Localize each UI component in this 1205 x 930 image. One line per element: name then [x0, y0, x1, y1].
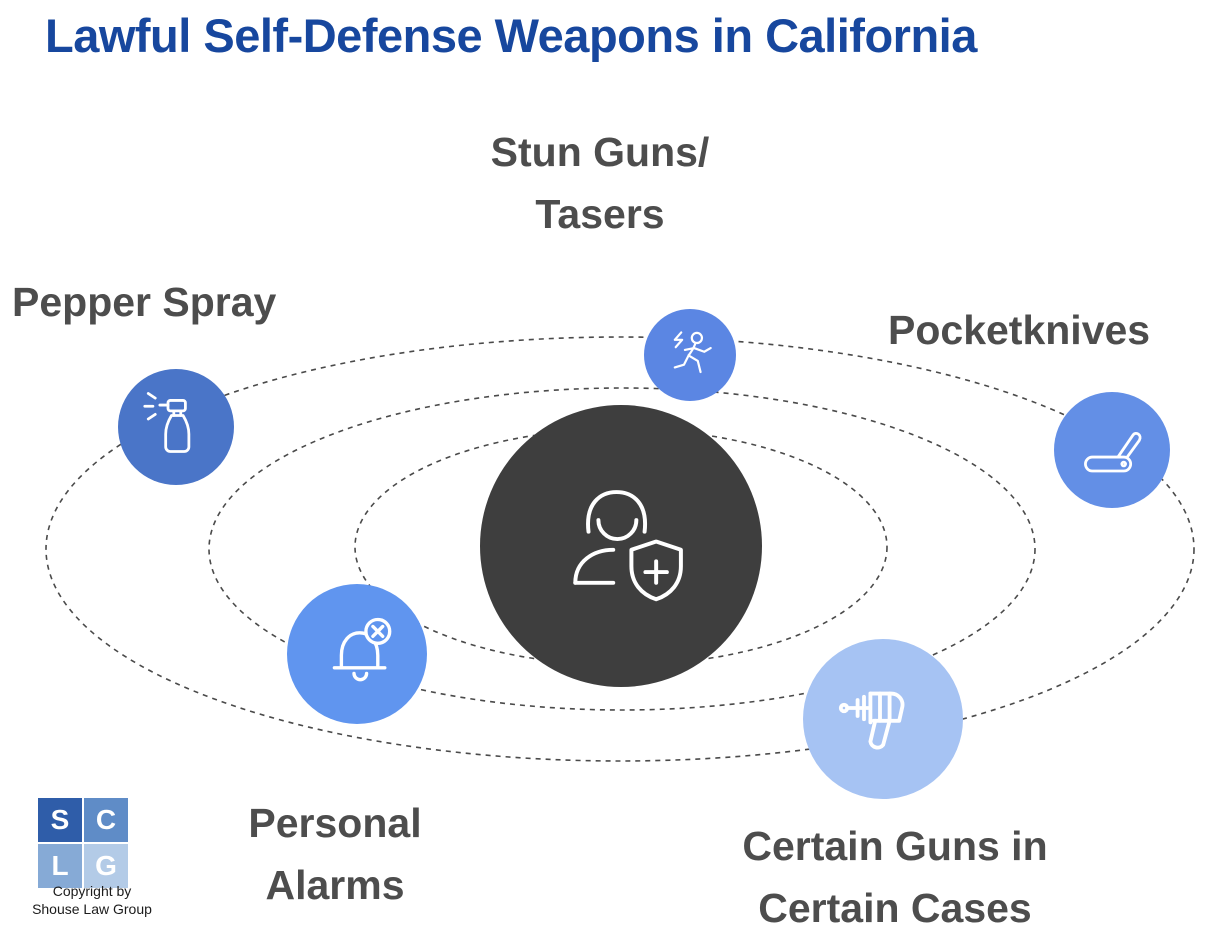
sclg-logo: S C L G — [38, 798, 128, 888]
label-pepper-spray: Pepper Spray — [12, 279, 277, 325]
stun-gun-icon — [673, 330, 712, 373]
logo-letter-c: C — [84, 798, 128, 842]
person-with-shield-icon — [572, 489, 683, 601]
node-personal-alarms — [287, 584, 427, 724]
node-certain-guns — [803, 639, 963, 799]
orbit-middle — [208, 387, 1036, 711]
label-certain-guns: Certain Guns in Certain Cases — [742, 823, 1048, 930]
label-personal-alarms: Personal Alarms — [248, 800, 422, 908]
center-person-circle — [480, 405, 762, 687]
copyright-text: Copyright by Shouse Law Group — [32, 883, 152, 918]
node-pocketknives — [1054, 392, 1170, 508]
orbit-outer — [45, 336, 1195, 762]
alarm-bell-icon — [332, 618, 392, 682]
logo-letter-l: L — [38, 844, 82, 888]
node-stun-guns-tasers — [644, 309, 736, 401]
pepper-spray-icon — [143, 391, 191, 453]
pocketknife-icon — [1083, 431, 1142, 473]
label-stun-guns-tasers: Stun Guns/ Tasers — [490, 129, 710, 237]
node-pepper-spray — [118, 369, 234, 485]
ray-gun-icon — [838, 691, 905, 750]
logo-letter-s: S — [38, 798, 82, 842]
page-title: Lawful Self-Defense Weapons in Californi… — [45, 9, 977, 62]
logo-letter-g: G — [84, 844, 128, 888]
label-pocketknives: Pocketknives — [888, 307, 1151, 353]
